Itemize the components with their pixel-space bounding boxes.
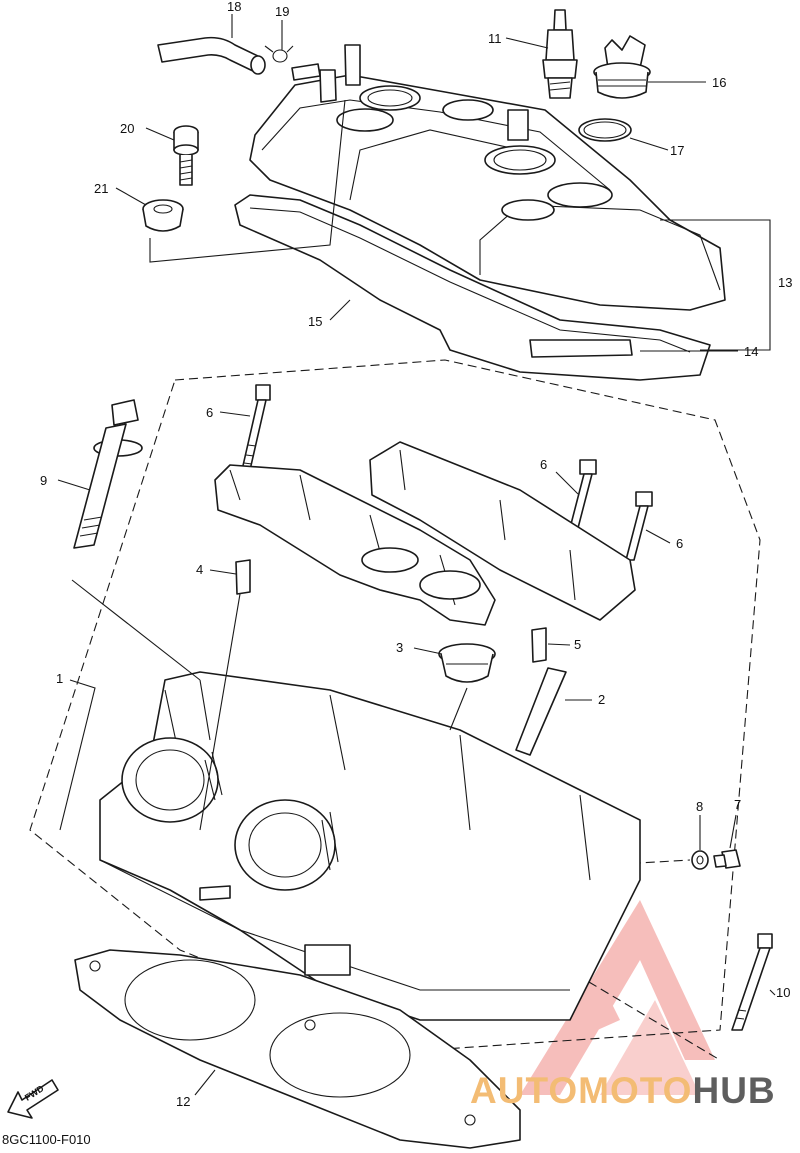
bolt-6b — [569, 459, 597, 529]
dowel-pin-4 — [235, 559, 251, 595]
banjo-bolt — [713, 849, 741, 869]
watermark-logo — [520, 900, 715, 1095]
cylinder-head-cover — [249, 44, 726, 311]
head-gasket — [74, 949, 521, 1149]
callout-11: 11 — [488, 31, 502, 46]
watermark-part2: HUB — [692, 1070, 776, 1111]
callout-6a: 6 — [206, 405, 214, 420]
dowel-pin-5 — [531, 627, 547, 663]
cover-gasket-inner — [249, 207, 691, 353]
valve-guide — [515, 667, 567, 756]
seal-plate — [529, 339, 633, 358]
callout-2: 2 — [598, 692, 606, 707]
forward-arrow-icon — [7, 1079, 59, 1119]
callout-12: 12 — [176, 1094, 191, 1109]
camshaft-cap-left — [214, 464, 496, 626]
stud-bolt — [73, 399, 143, 549]
filler-o-ring — [578, 118, 632, 142]
reference-boundary — [29, 359, 761, 1051]
bolt-6a — [241, 384, 271, 471]
breather-hose — [157, 36, 266, 75]
callout-6b: 6 — [540, 457, 548, 472]
long-bolt — [731, 933, 773, 1031]
callout-4: 4 — [196, 562, 204, 577]
watermark-part1: AUTOMOTO — [470, 1070, 693, 1111]
callout-3: 3 — [396, 640, 404, 655]
bolt-6c — [625, 491, 653, 561]
callout-6c: 6 — [676, 536, 684, 551]
spark-plug — [542, 9, 578, 99]
watermark-text: AUTOMOTOHUB — [470, 1070, 776, 1112]
callout-7: 7 — [734, 797, 742, 812]
callout-17: 17 — [670, 143, 685, 158]
cover-bolt — [173, 125, 199, 186]
callout-1: 1 — [56, 671, 64, 686]
callout-20: 20 — [120, 121, 135, 136]
leader-lines — [57, 14, 776, 1096]
callout-13: 13 — [778, 275, 793, 290]
callout-18: 18 — [227, 0, 242, 14]
cover-gasket — [234, 194, 711, 381]
breather-fitting — [291, 63, 321, 81]
callout-16: 16 — [712, 75, 727, 90]
cylinder-head — [99, 671, 641, 1021]
filler-o-ring-inner — [583, 121, 627, 139]
drawing-code: 8GC1100-F010 — [2, 1132, 91, 1147]
head-plug — [438, 643, 496, 683]
washer — [691, 850, 709, 870]
callout-15: 15 — [308, 314, 323, 329]
callout-8: 8 — [696, 799, 704, 814]
hose-clip — [264, 45, 294, 63]
callout-14: 14 — [744, 344, 759, 359]
grommet — [142, 199, 184, 232]
callout-21: 21 — [94, 181, 109, 196]
oil-filler-cap — [593, 35, 651, 99]
callout-5: 5 — [574, 637, 582, 652]
callout-9: 9 — [40, 473, 48, 488]
callout-10: 10 — [776, 985, 791, 1000]
camshaft-cap-right — [369, 441, 636, 621]
callout-19: 19 — [275, 4, 290, 19]
